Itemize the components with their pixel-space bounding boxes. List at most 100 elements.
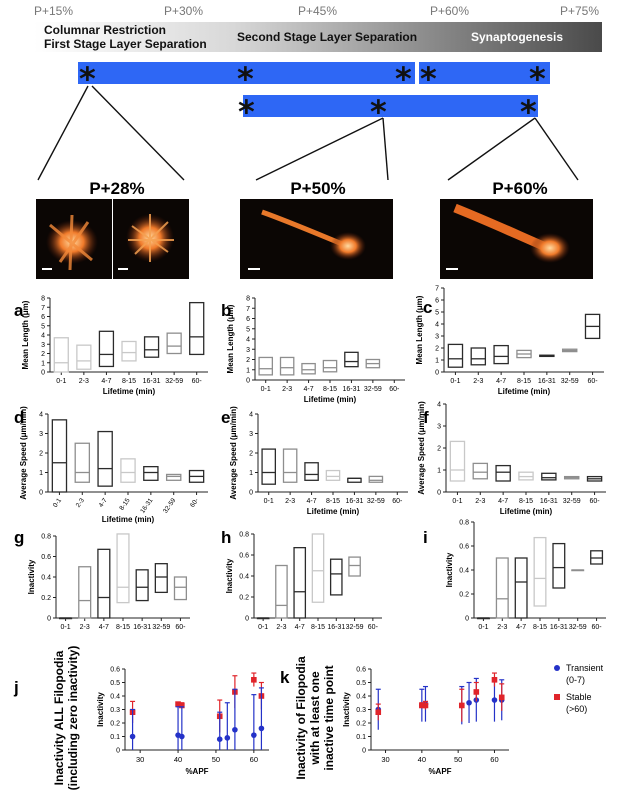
panel-label-h: h: [221, 528, 231, 547]
y-tick-label: 0: [41, 370, 45, 377]
box-mark: [322, 359, 338, 373]
y-tick-label: 0.6: [110, 667, 120, 674]
x-tick-label: 32-59: [561, 378, 579, 385]
y-tick-label: 8: [246, 296, 250, 303]
x-tick-label: 60-: [588, 378, 599, 385]
x-tick-label: 8-15: [517, 378, 531, 385]
y-tick-label: 0.8: [41, 534, 51, 541]
x-tick-label: 8-15: [122, 378, 136, 385]
x-tick-label: 16-31: [327, 624, 345, 631]
y-axis-label: Average Speed (μm/min): [19, 406, 28, 500]
x-tick-label: 4-7: [98, 497, 109, 509]
asterisk-mark: *: [237, 60, 254, 98]
panel-label-i: i: [423, 528, 428, 547]
panel-label-f: f: [423, 408, 429, 427]
box-mark: [344, 351, 359, 368]
legend: Transient (0-7) Stable (>60): [554, 663, 604, 714]
box-mark: [74, 442, 91, 483]
legend-stable-label: Stable: [566, 692, 592, 702]
x-tick-label: 2-3: [79, 378, 89, 385]
x-tick-label: 0-1: [261, 386, 271, 393]
x-tick-label: 8-15: [311, 624, 325, 631]
box-mark: [304, 462, 319, 481]
x-axis-label: Lifetime (min): [498, 387, 551, 396]
y-tick-label: 0.3: [356, 707, 366, 714]
box-mark: [541, 472, 557, 481]
x-tick-label: 32-59: [152, 624, 170, 631]
y-tick-label: 4: [437, 402, 441, 409]
x-tick-label: 0-1: [61, 624, 71, 631]
y-tick-label: 0.6: [239, 553, 249, 560]
x-tick-label: 30: [136, 755, 144, 764]
y-tick-label: 7: [435, 286, 439, 293]
stage-synaptogenesis: Synaptogenesis: [471, 30, 564, 44]
x-tick-label: 30: [381, 755, 389, 764]
x-tick-label: 50: [454, 755, 462, 764]
y-tick-label: 6: [435, 298, 439, 305]
legend-transient-label: Transient: [566, 663, 604, 673]
x-tick-label: 16-31: [540, 498, 558, 505]
y-axis-label: Mean Length (μm): [21, 300, 30, 369]
micrograph-p28-left: [36, 199, 112, 279]
y-tick-label: 1: [39, 470, 43, 477]
y-tick-label: 0.8: [239, 532, 249, 539]
data-point-stable: [175, 701, 181, 707]
y-tick-label: 0: [116, 748, 120, 755]
x-tick-label: 2-3: [475, 498, 485, 505]
x-tick-label: 16-31: [139, 497, 154, 515]
stage-gradient-bar: [34, 22, 602, 52]
x-tick-label: 60-: [175, 624, 186, 631]
y-axis-label: Mean Length (μm): [226, 304, 235, 373]
x-axis-label: %APF: [428, 767, 451, 776]
y-tick-label: 4: [249, 412, 253, 419]
y-tick-label: 6: [41, 314, 45, 321]
y-tick-label: 3: [435, 334, 439, 341]
j-title-line1: Inactivity ALL Filopodia: [52, 650, 66, 785]
x-tick-label: 0-1: [452, 498, 462, 505]
x-axis-label: Lifetime (min): [102, 515, 155, 524]
micrograph-p50: [240, 199, 393, 279]
panel-label-g: g: [14, 528, 24, 547]
y-tick-label: 5: [246, 326, 250, 333]
x-tick-label: 16-31: [345, 498, 363, 505]
panel-label-k: k: [280, 668, 290, 687]
y-tick-label: 1: [246, 367, 250, 374]
y-tick-label: 4: [39, 412, 43, 419]
tick-p15: P+15%: [34, 4, 74, 18]
asterisk-mark: *: [370, 93, 387, 131]
micrograph-p60: [440, 199, 593, 279]
x-tick-label: 60-: [592, 624, 603, 631]
x-tick-label: 50: [212, 755, 220, 764]
stage-first-layer-separation: First Stage Layer Separation: [44, 37, 207, 51]
y-tick-label: 0.6: [356, 667, 366, 674]
y-tick-label: 0.2: [239, 595, 249, 602]
box-mark: [472, 462, 489, 480]
box-mark: [261, 448, 277, 485]
y-axis-label: Inactivity: [27, 559, 36, 594]
y-tick-label: 4: [435, 322, 439, 329]
panel-label-e: e: [221, 408, 230, 427]
box-mark: [470, 347, 487, 366]
y-tick-label: 0.8: [459, 520, 469, 527]
y-axis-label: Average Speed (μm/min): [417, 401, 426, 495]
y-tick-label: 0.2: [459, 592, 469, 599]
x-tick-label: 4-7: [307, 498, 317, 505]
x-tick-label: 60-: [590, 498, 601, 505]
y-tick-label: 3: [437, 424, 441, 431]
x-tick-label: 8-15: [323, 386, 337, 393]
box-mark: [53, 337, 69, 373]
data-point-transient: [224, 735, 231, 741]
y-tick-label: 0.4: [41, 575, 51, 582]
y-tick-label: 0: [437, 490, 441, 497]
data-point-stable: [458, 702, 465, 709]
x-tick-label: 0-1: [450, 378, 460, 385]
y-tick-label: 0.6: [41, 554, 51, 561]
x-axis-label: Lifetime (min): [307, 507, 360, 516]
box-mark: [325, 469, 341, 481]
series-transient: [129, 687, 265, 750]
